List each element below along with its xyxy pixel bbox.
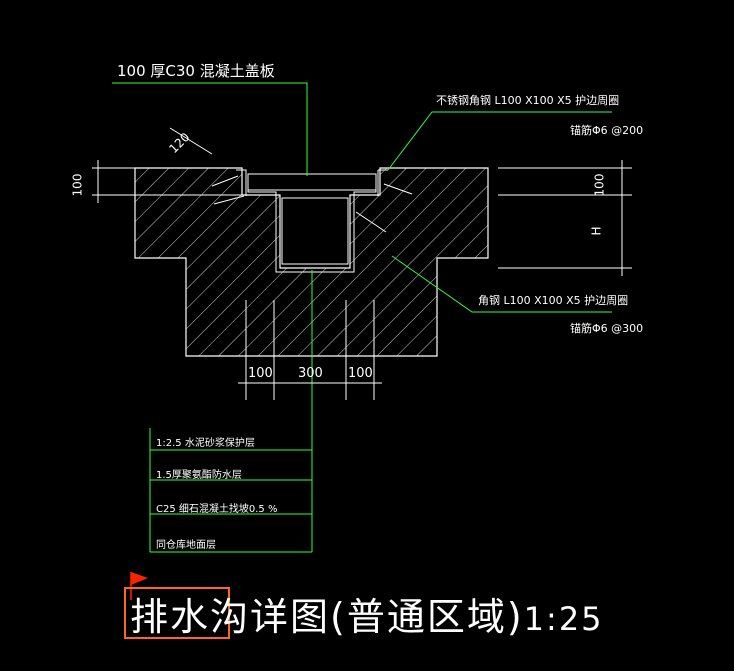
dim-right-100: 100 xyxy=(592,173,607,197)
channel-lining xyxy=(247,174,377,273)
concrete-section xyxy=(134,167,489,357)
title-rest-text: 详图(普通区域) xyxy=(250,595,524,639)
anchor-bar-3 xyxy=(383,183,413,195)
drawing-title: 排水沟详图(普通区域)1:25 xyxy=(130,586,604,641)
title-highlight-box xyxy=(124,587,230,639)
angle-steel-right xyxy=(377,169,388,196)
dim-h: H xyxy=(589,226,604,236)
anchor-bar-1 xyxy=(211,175,239,187)
anchor-right-note: 锚筋Φ6 @300 xyxy=(570,322,644,335)
title-scale: 1:25 xyxy=(523,600,604,638)
angle-top-right-note: 不锈钢角钢 L100 X100 X5 护边周圈 xyxy=(436,94,620,107)
flag-icon xyxy=(131,572,148,585)
layer-note-2: 1.5厚聚氨酯防水层 xyxy=(156,470,242,481)
dim-bottom-right: 100 xyxy=(348,366,373,381)
dim-bottom-left: 100 xyxy=(248,366,273,381)
dim-left-100: 100 xyxy=(70,173,85,197)
angle-right-note: 角钢 L100 X100 X5 护边周圈 xyxy=(478,294,629,307)
dimension-lines xyxy=(92,127,632,400)
cover-note: 100 厚C30 混凝土盖板 xyxy=(117,62,275,80)
anchor-bar-2 xyxy=(213,195,245,205)
cover-slab xyxy=(247,173,377,191)
channel-void xyxy=(281,197,349,265)
angle-steel-left xyxy=(236,169,247,196)
leader-lines xyxy=(112,82,612,553)
anchor-top-note: 锚筋Φ6 @200 xyxy=(570,124,644,137)
layer-note-1: 1:2.5 水泥砂浆保护层 xyxy=(156,438,255,449)
title-highlight-text: 排水沟 xyxy=(130,595,251,639)
anchor-bar-4 xyxy=(355,211,387,233)
layer-note-3: C25 细石混凝土找坡0.5 % xyxy=(156,504,278,515)
layer-note-4: 同仓库地面层 xyxy=(156,540,216,551)
dim-bottom-mid: 300 xyxy=(298,366,323,381)
